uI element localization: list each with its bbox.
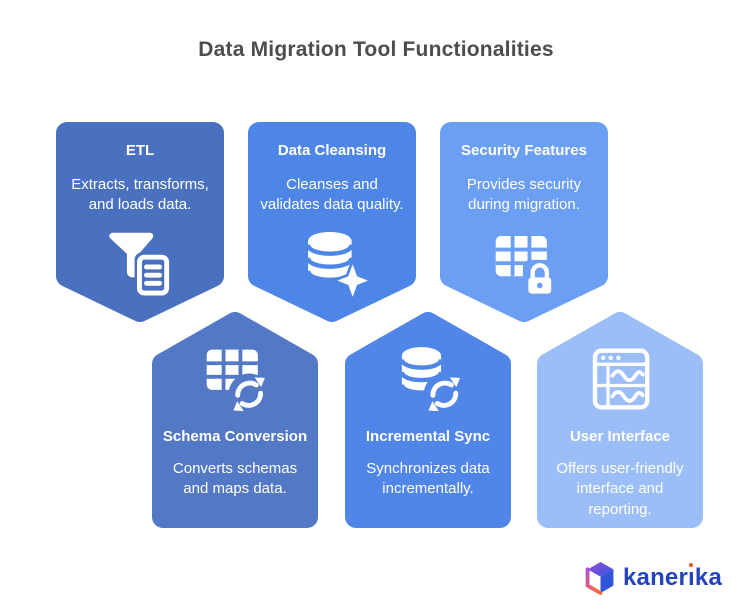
card-etl: ETL Extracts, transforms, and loads data… [56,122,224,322]
card-description: Offers user-friendly interface and repor… [556,460,684,518]
logo-text-post: ka [694,563,722,591]
card-title: Schema Conversion [162,428,308,445]
database-sparkle-icon [305,231,369,298]
card-title: Data Cleansing [277,142,387,159]
card-title: Security Features [461,142,587,159]
card-title: User Interface [569,428,671,445]
table-sync-icon [206,349,270,415]
table-lock-icon [495,235,558,296]
card-title: ETL [125,142,155,159]
window-chart-icon [592,348,650,410]
funnel-document-icon [109,232,172,298]
card-schema-conversion: Schema Conversion Converts schemas and m… [152,312,318,528]
card-incremental-sync: Incremental Sync Synchronizes data incre… [345,312,511,528]
card-description: Extracts, transforms, and loads data. [71,176,209,214]
badge-up-shape [537,312,703,528]
badge-down-shape [440,122,608,322]
card-title: Incremental Sync [365,428,491,445]
card-description: Provides security during migration. [466,176,582,214]
badge-up-shape [345,312,511,528]
card-security-features: Security Features Provides security duri… [440,122,608,322]
kanerika-cube-icon [585,562,614,595]
card-description: Cleanses and validates data quality. [260,176,404,214]
card-user-interface: User Interface Offers user-friendly inte… [537,312,703,528]
card-description: Synchronizes data incrementally. [366,460,490,498]
card-description: Converts schemas and maps data. [172,460,298,498]
badge-down-shape [248,122,416,322]
badge-down-shape [56,122,224,322]
logo-text-pre: kaner [622,563,689,591]
card-data-cleansing: Data Cleansing Cleanses and validates da… [248,122,416,322]
logo-i-dot [689,562,694,567]
logo-text-i: ı [688,562,695,591]
page-title: Data Migration Tool Functionalities [198,38,554,61]
database-sync-icon [399,347,465,415]
badge-up-shape [152,312,318,528]
